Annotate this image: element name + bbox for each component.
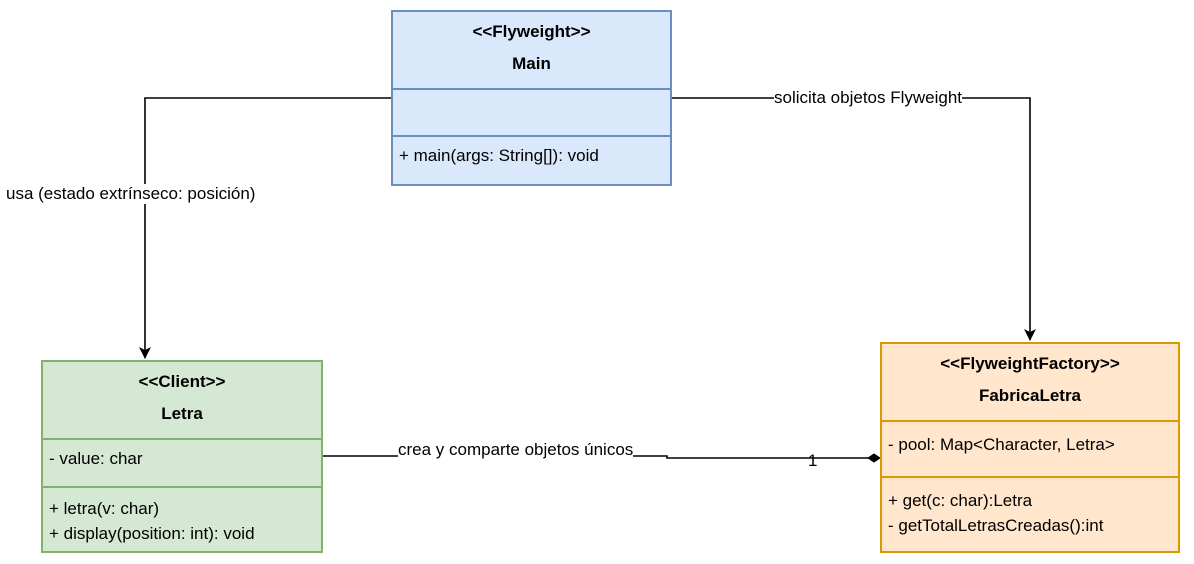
class-letra[interactable]: <<Client>> Letra - value: char + letra(v… [41, 360, 323, 553]
edge-label-usa: usa (estado extrínseco: posición) [6, 184, 256, 204]
operation: + main(args: String[]): void [399, 146, 599, 165]
class-name: Main [512, 54, 551, 73]
operation: + get(c: char):Letra [888, 491, 1033, 510]
attributes-section [393, 88, 670, 135]
edge-label-crea: crea y comparte objetos únicos [398, 440, 634, 460]
operations-section: + letra(v: char) + display(position: int… [43, 486, 321, 546]
class-header: <<FlyweightFactory>> FabricaLetra [882, 344, 1178, 420]
edge-main-to-fabrica [672, 97, 1036, 341]
operations-section: + main(args: String[]): void [393, 135, 670, 168]
class-stereotype: <<Client>> [138, 372, 226, 391]
attributes-section: - value: char [43, 438, 321, 486]
class-name: Letra [161, 404, 203, 423]
operations-section: + get(c: char):Letra - getTotalLetrasCre… [882, 476, 1178, 538]
composition-diamond-icon [867, 453, 881, 463]
attributes-section: - pool: Map<Character, Letra> [882, 420, 1178, 476]
operation: + letra(v: char) [49, 499, 160, 518]
class-stereotype: <<FlyweightFactory>> [940, 354, 1120, 373]
edge-label-solicita: solicita objetos Flyweight [774, 88, 963, 108]
operation: - getTotalLetrasCreadas():int [888, 516, 1104, 535]
class-main[interactable]: <<Flyweight>> Main + main(args: String[]… [391, 10, 672, 186]
attribute: - pool: Map<Character, Letra> [888, 435, 1115, 454]
class-fabricaletra[interactable]: <<FlyweightFactory>> FabricaLetra - pool… [880, 342, 1180, 553]
edge-multiplicity-label: 1 [808, 451, 818, 470]
class-name: FabricaLetra [978, 386, 1082, 405]
class-stereotype: <<Flyweight>> [472, 22, 591, 41]
edge-main-to-letra [139, 97, 391, 359]
class-header: <<Client>> Letra [43, 362, 321, 438]
class-header: <<Flyweight>> Main [393, 12, 670, 88]
attribute: - value: char [49, 449, 143, 468]
operation: + display(position: int): void [49, 524, 255, 543]
